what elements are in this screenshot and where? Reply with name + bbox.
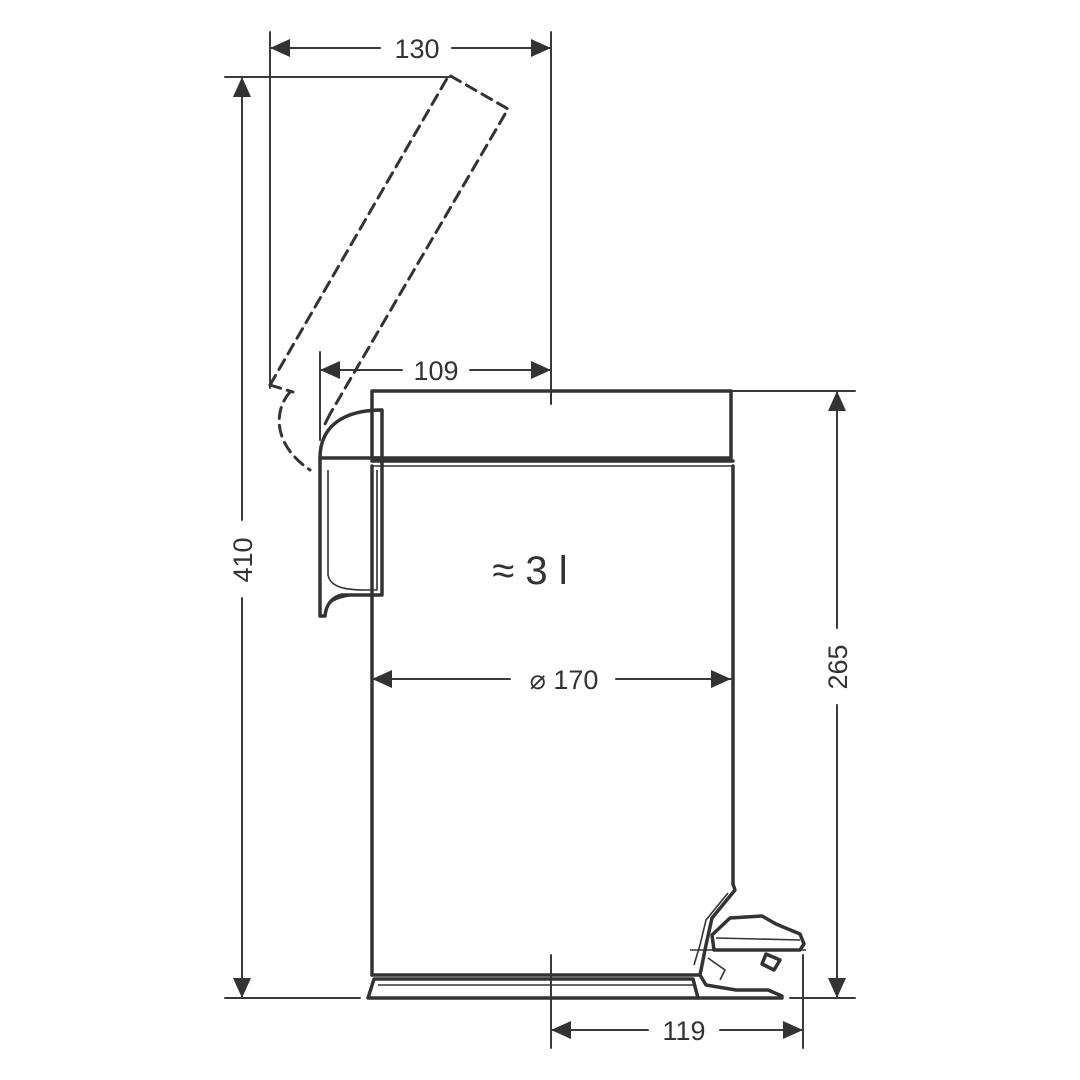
extension-lines — [224, 31, 856, 1049]
dimension-130: 130 — [269, 34, 552, 64]
dimension-119-label: 119 — [662, 1016, 705, 1046]
dimension-diameter-label: ⌀ 170 — [530, 665, 599, 695]
dimension-410: 410 — [228, 76, 258, 999]
dimension-109: 109 — [319, 356, 552, 386]
dimension-410-label: 410 — [228, 537, 258, 582]
open-lid-outline — [268, 73, 510, 472]
dimension-diameter-170: ⌀ 170 — [371, 665, 732, 695]
foot-pedal — [690, 882, 806, 1000]
bin-body — [366, 389, 735, 1000]
dimension-119: 119 — [550, 1016, 804, 1046]
dimension-265: 265 — [823, 390, 853, 999]
dimension-109-label: 109 — [413, 356, 458, 386]
hinge-handle — [318, 408, 384, 618]
capacity-label: ≈ 3 l — [492, 549, 567, 593]
dimension-265-label: 265 — [823, 644, 853, 689]
dimension-130-label: 130 — [394, 34, 439, 64]
